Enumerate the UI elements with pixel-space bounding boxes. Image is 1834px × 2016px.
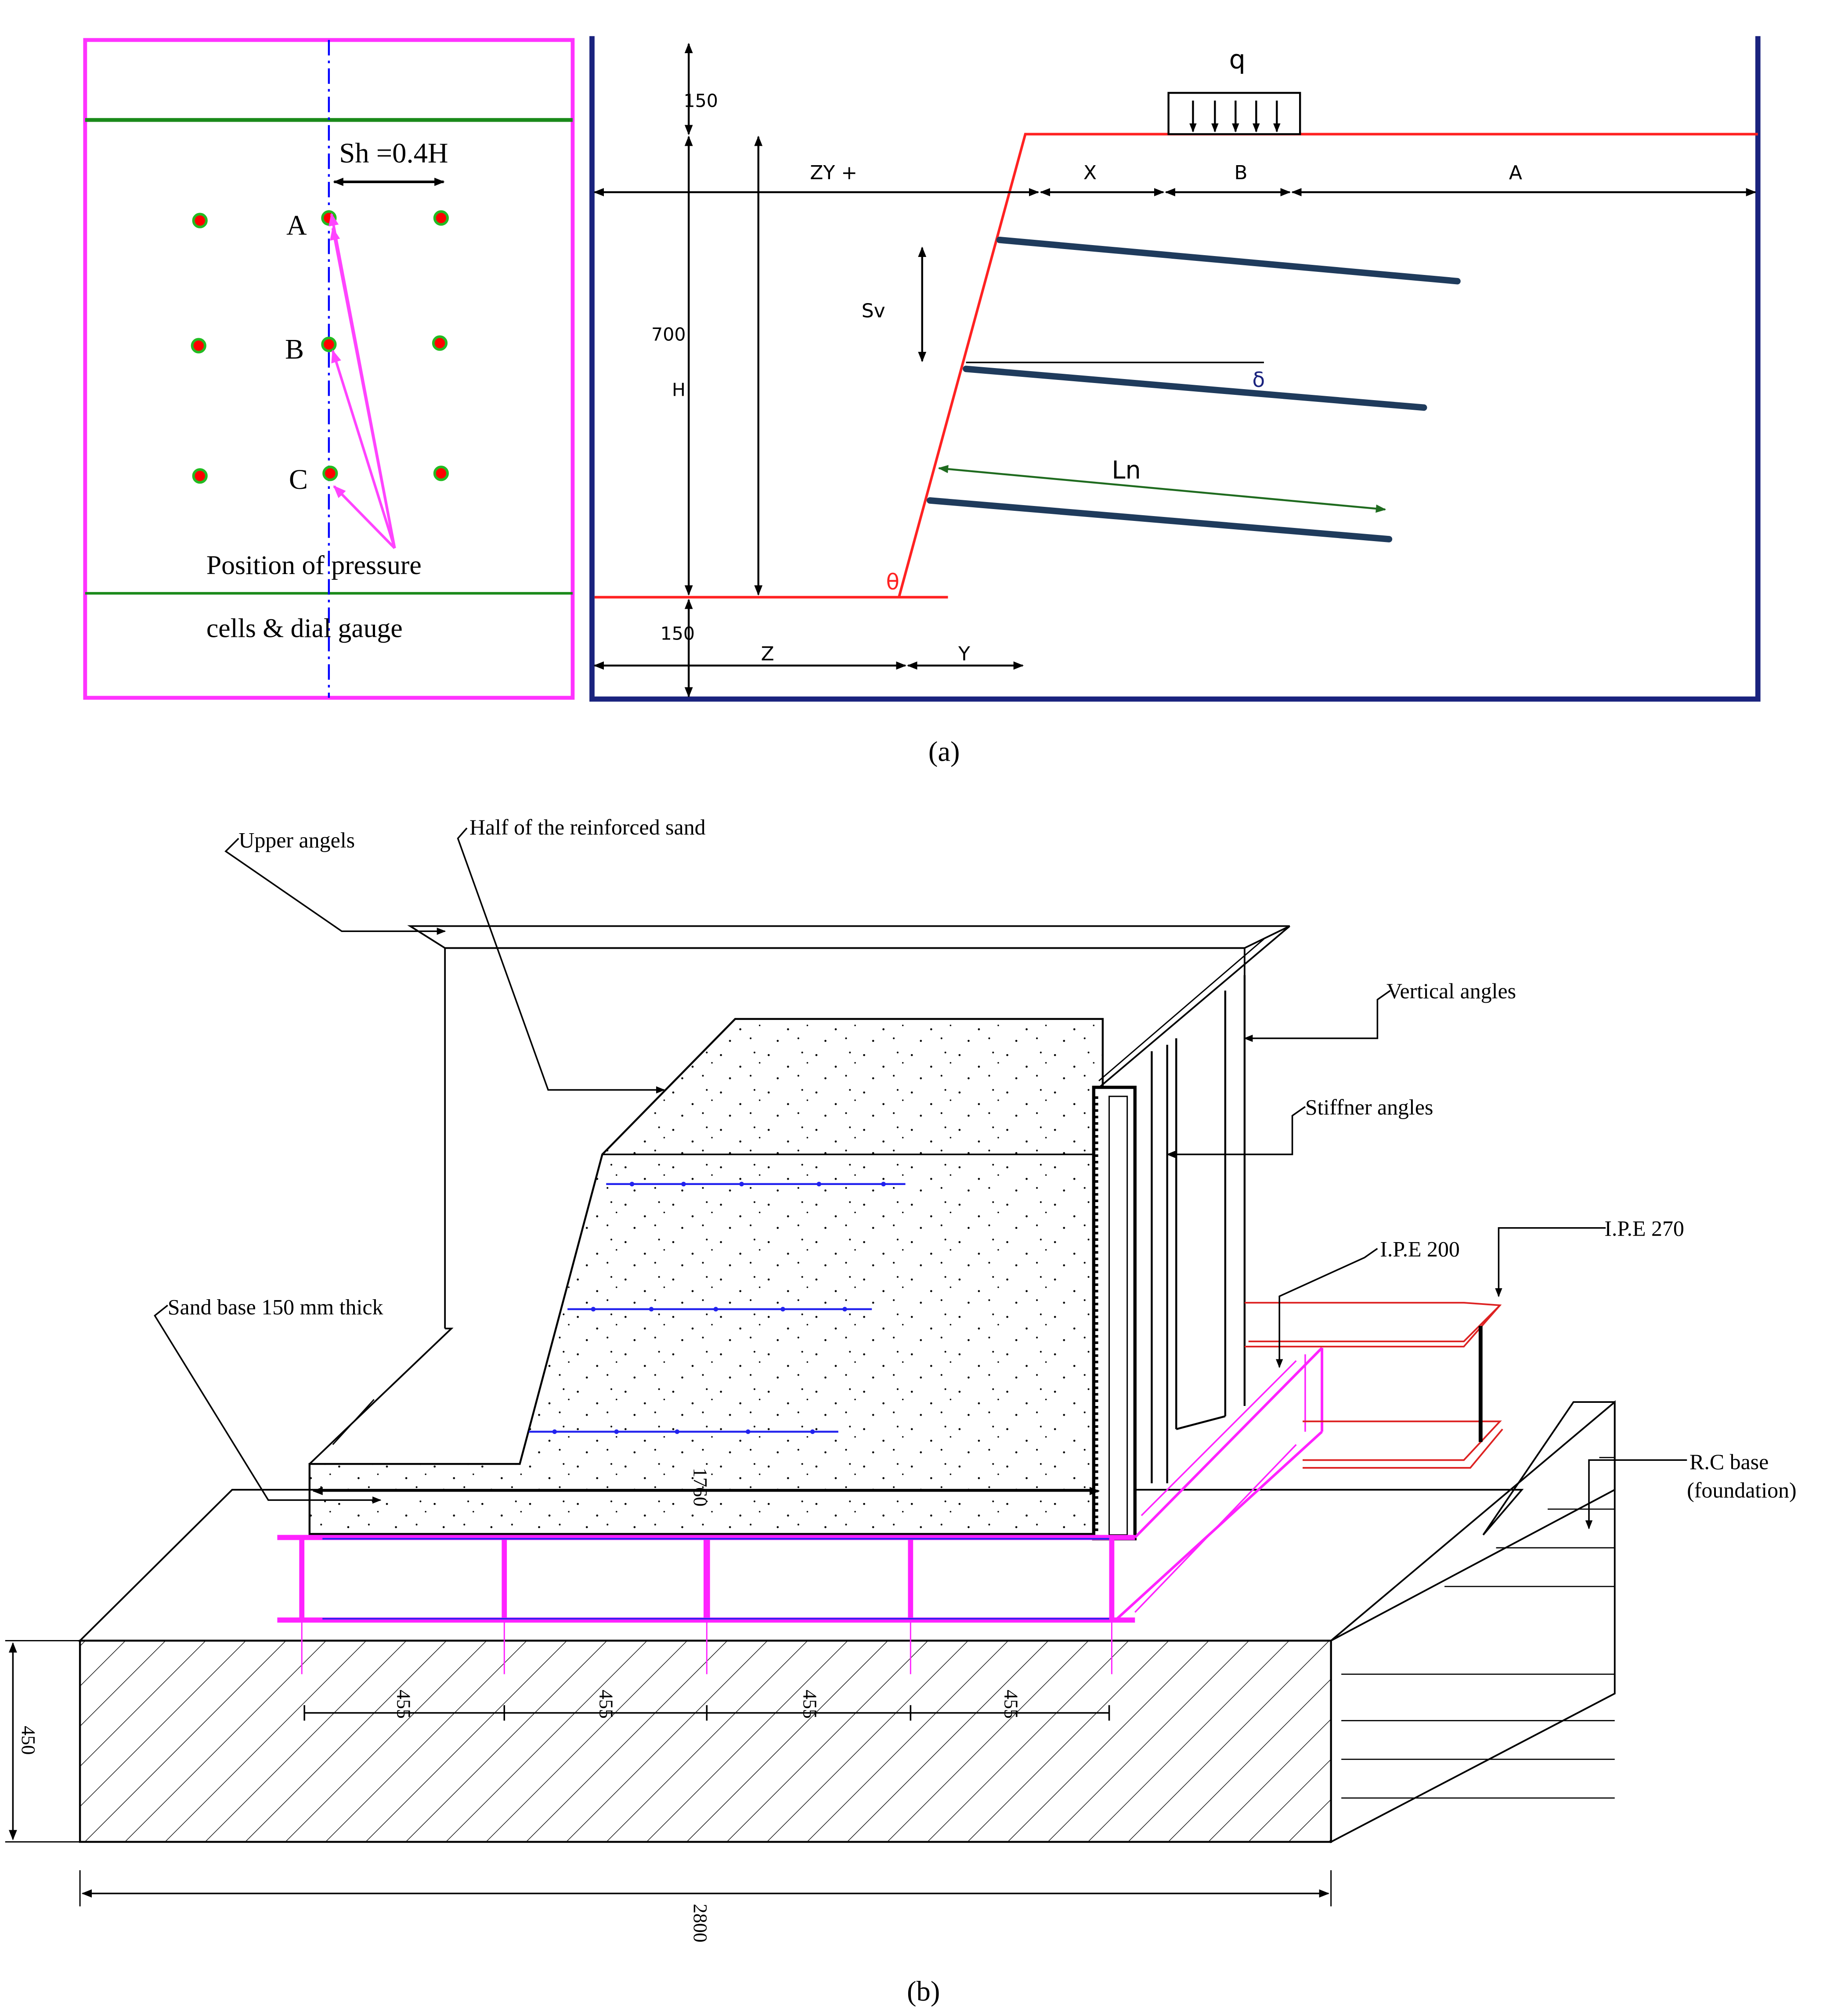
sv-label: Sv [862, 300, 885, 322]
dim-455-3: 455 [799, 1690, 821, 1719]
label-sand-base: Sand base 150 mm thick [168, 1295, 383, 1319]
dim-700: 700 [651, 324, 686, 345]
sand-base-edge [309, 1327, 454, 1465]
sand-reinforcement-ticks [552, 1181, 886, 1434]
vertical-angles [1151, 975, 1246, 1484]
pointer-arrows [329, 213, 396, 549]
caption-a: (a) [928, 736, 960, 767]
ln-dimension-arrow [938, 465, 1386, 513]
dim-y: Y [958, 643, 970, 665]
upper-angels-diagonal-inner [1098, 938, 1264, 1082]
dim-450: 450 [18, 1726, 39, 1755]
support-frame-blue-lines [322, 1538, 1109, 1620]
leader-upper-angels [224, 838, 446, 935]
upper-angels-diagonal [1095, 925, 1290, 1091]
leader-sand-base [154, 1304, 382, 1504]
label-rc-base-line2: (foundation) [1687, 1478, 1796, 1502]
point-label-c: C [289, 463, 308, 495]
pressure-cell [433, 466, 449, 481]
dim-top-150: 150 [683, 90, 718, 112]
rc-right-face-lines [1341, 1457, 1615, 1799]
leader-ipe200 [1275, 1248, 1378, 1368]
label-stiffner-angles: Stiffner angles [1305, 1095, 1433, 1119]
dim-455-1: 455 [393, 1690, 415, 1719]
dim-b: B [1234, 162, 1247, 184]
dim-2800: 2800 [690, 1904, 711, 1943]
load-label-q: q [1229, 44, 1246, 75]
reinforcement-layer [927, 497, 1393, 542]
pressure-cell [432, 335, 448, 351]
tank-frame [589, 36, 1761, 702]
isometric-setup: Upper angels Half of the reinforced sand… [5, 815, 1797, 1943]
pressure-cell [191, 338, 206, 354]
reinforcement-layer [963, 365, 1427, 411]
point-label-b: B [285, 333, 304, 365]
pressure-cells-note-line2: cells & dial gauge [206, 614, 403, 643]
vertical-dimensions [684, 43, 927, 698]
dim-zy: ZY + [810, 162, 857, 184]
label-ipe270: I.P.E 270 [1604, 1216, 1684, 1240]
pressure-cell [192, 468, 208, 484]
pressure-cell [321, 336, 337, 352]
pressure-cell [433, 210, 449, 226]
dim-z: Z [761, 643, 774, 665]
reinforcement-layer [996, 236, 1461, 285]
dim-1760: 1760 [690, 1468, 711, 1507]
slope-profile [594, 133, 1758, 599]
upper-angels-rim [407, 925, 1290, 949]
support-frame-dim-ticks [301, 1620, 1112, 1674]
h-label: H [672, 379, 686, 401]
caption-b: (b) [907, 1975, 940, 2007]
leader-stiffner-angles [1166, 1106, 1306, 1158]
ln-label: Ln [1112, 456, 1141, 485]
reinforced-sand-block [308, 1018, 1104, 1536]
pressure-cell [192, 213, 208, 228]
dim-a: A [1509, 162, 1522, 184]
label-rc-base-line1: R.C base [1690, 1450, 1769, 1474]
leader-lines [154, 827, 1687, 1529]
front-wall-frame [1092, 1085, 1137, 1541]
leader-ipe270 [1495, 1227, 1606, 1297]
sand-left-edge [332, 1399, 375, 1445]
dim-x: X [1083, 162, 1097, 184]
sh-label: Sh =0.4H [339, 137, 448, 169]
dim-bottom-150: 150 [661, 623, 695, 644]
point-label-a: A [286, 209, 307, 241]
surcharge-arrows [1189, 101, 1281, 133]
rc-foundation-front-face [79, 1640, 1332, 1843]
dim-455-2: 455 [596, 1690, 617, 1719]
leader-vertical-angles [1243, 990, 1391, 1042]
delta-label: δ [1253, 368, 1265, 392]
sand-reinforcement-layers [529, 1183, 906, 1433]
dim-455-ticks [303, 1705, 1110, 1721]
leader-rc-base [1585, 1459, 1687, 1529]
pressure-cells-note-line1: Position of pressure [206, 550, 422, 580]
plan-view: Sh =0.4H A B C Position of pressure cell… [83, 38, 575, 700]
dim-455-4: 455 [1000, 1690, 1022, 1719]
reinforcement-layers [927, 236, 1461, 542]
label-vertical-angles: Vertical angles [1386, 979, 1516, 1003]
section-view: q 150 700 H 150 Sv ZY + X B A Z Y [589, 36, 1761, 702]
horizontal-dimensions [593, 188, 1757, 670]
label-ipe200: I.P.E 200 [1380, 1237, 1460, 1261]
pressure-cell [322, 466, 338, 481]
label-half-reinforced-sand: Half of the reinforced sand [469, 815, 706, 839]
pressure-cell-dots [191, 210, 449, 484]
surcharge-box [1167, 92, 1301, 135]
theta-label: θ [886, 569, 900, 595]
leader-half-sand [457, 827, 665, 1094]
label-upper-angels: Upper angels [238, 828, 355, 852]
